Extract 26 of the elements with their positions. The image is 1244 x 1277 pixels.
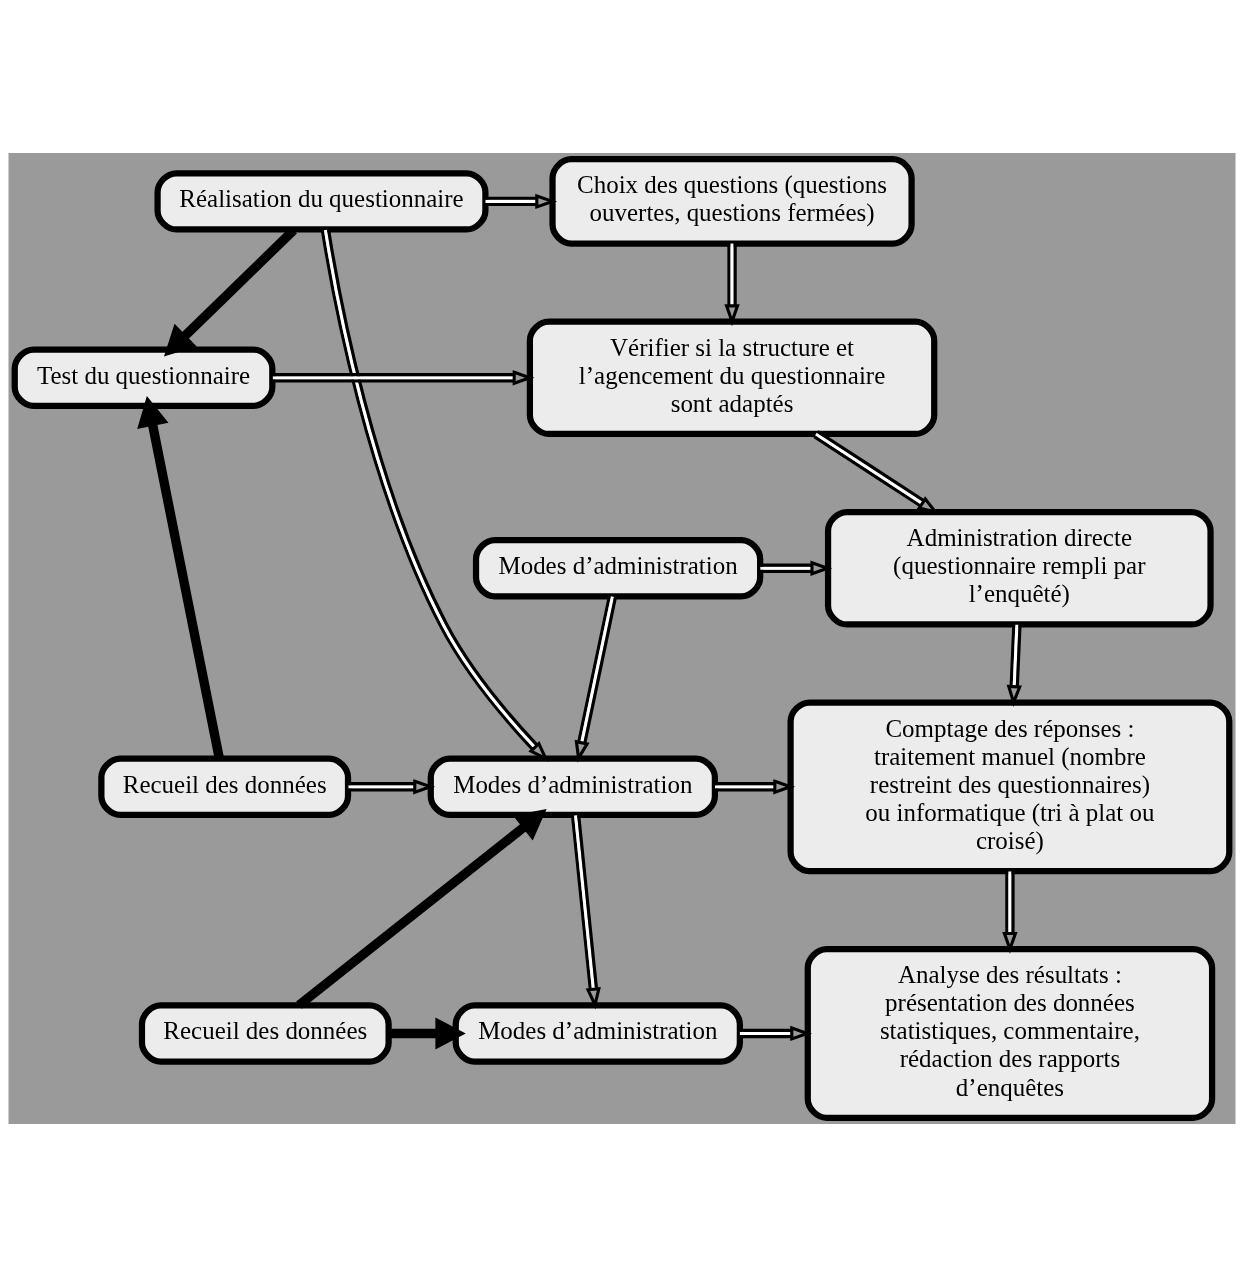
node-box: Vérifier si la structure et l’agencement du questionnaire sont adaptés <box>526 318 938 438</box>
node-box: Recueil des données <box>98 755 352 818</box>
node-box: Comptage des réponses : traitement manuel (nombre restreint des questionnaires) ou informatique (tri à plat ou croisé) <box>787 699 1233 875</box>
node-box: Analyse des résultats : présentation des données statistiques, commentaire, rédaction des rapports d’enquêtes <box>804 946 1216 1121</box>
arrow <box>724 243 740 327</box>
node-box: Administration directe (questionnaire rempli par l’enquêté) <box>824 508 1214 628</box>
node-box: Réalisation du questionnaire <box>154 170 489 233</box>
node-box: Modes d’administration <box>427 755 718 818</box>
node-box: Test du questionnaire <box>11 346 276 409</box>
arrow <box>296 809 547 1009</box>
node-box: Modes d’administration <box>472 537 764 600</box>
arrow <box>388 1017 466 1050</box>
arrow <box>574 595 618 763</box>
node-box: Modes d’administration <box>452 1002 743 1065</box>
node-box: Recueil des données <box>138 1002 392 1065</box>
arrow <box>485 193 558 210</box>
arrow <box>348 779 436 795</box>
arrow <box>570 814 601 1010</box>
arrow <box>739 1025 813 1042</box>
arrow <box>714 779 796 795</box>
arrow <box>760 560 833 576</box>
arrow <box>1006 624 1022 708</box>
arrow <box>320 229 549 763</box>
arrow <box>1002 871 1018 954</box>
arrow <box>272 370 535 386</box>
node-box: Choix des questions (questions ouvertes, questions fermées) <box>549 156 915 247</box>
